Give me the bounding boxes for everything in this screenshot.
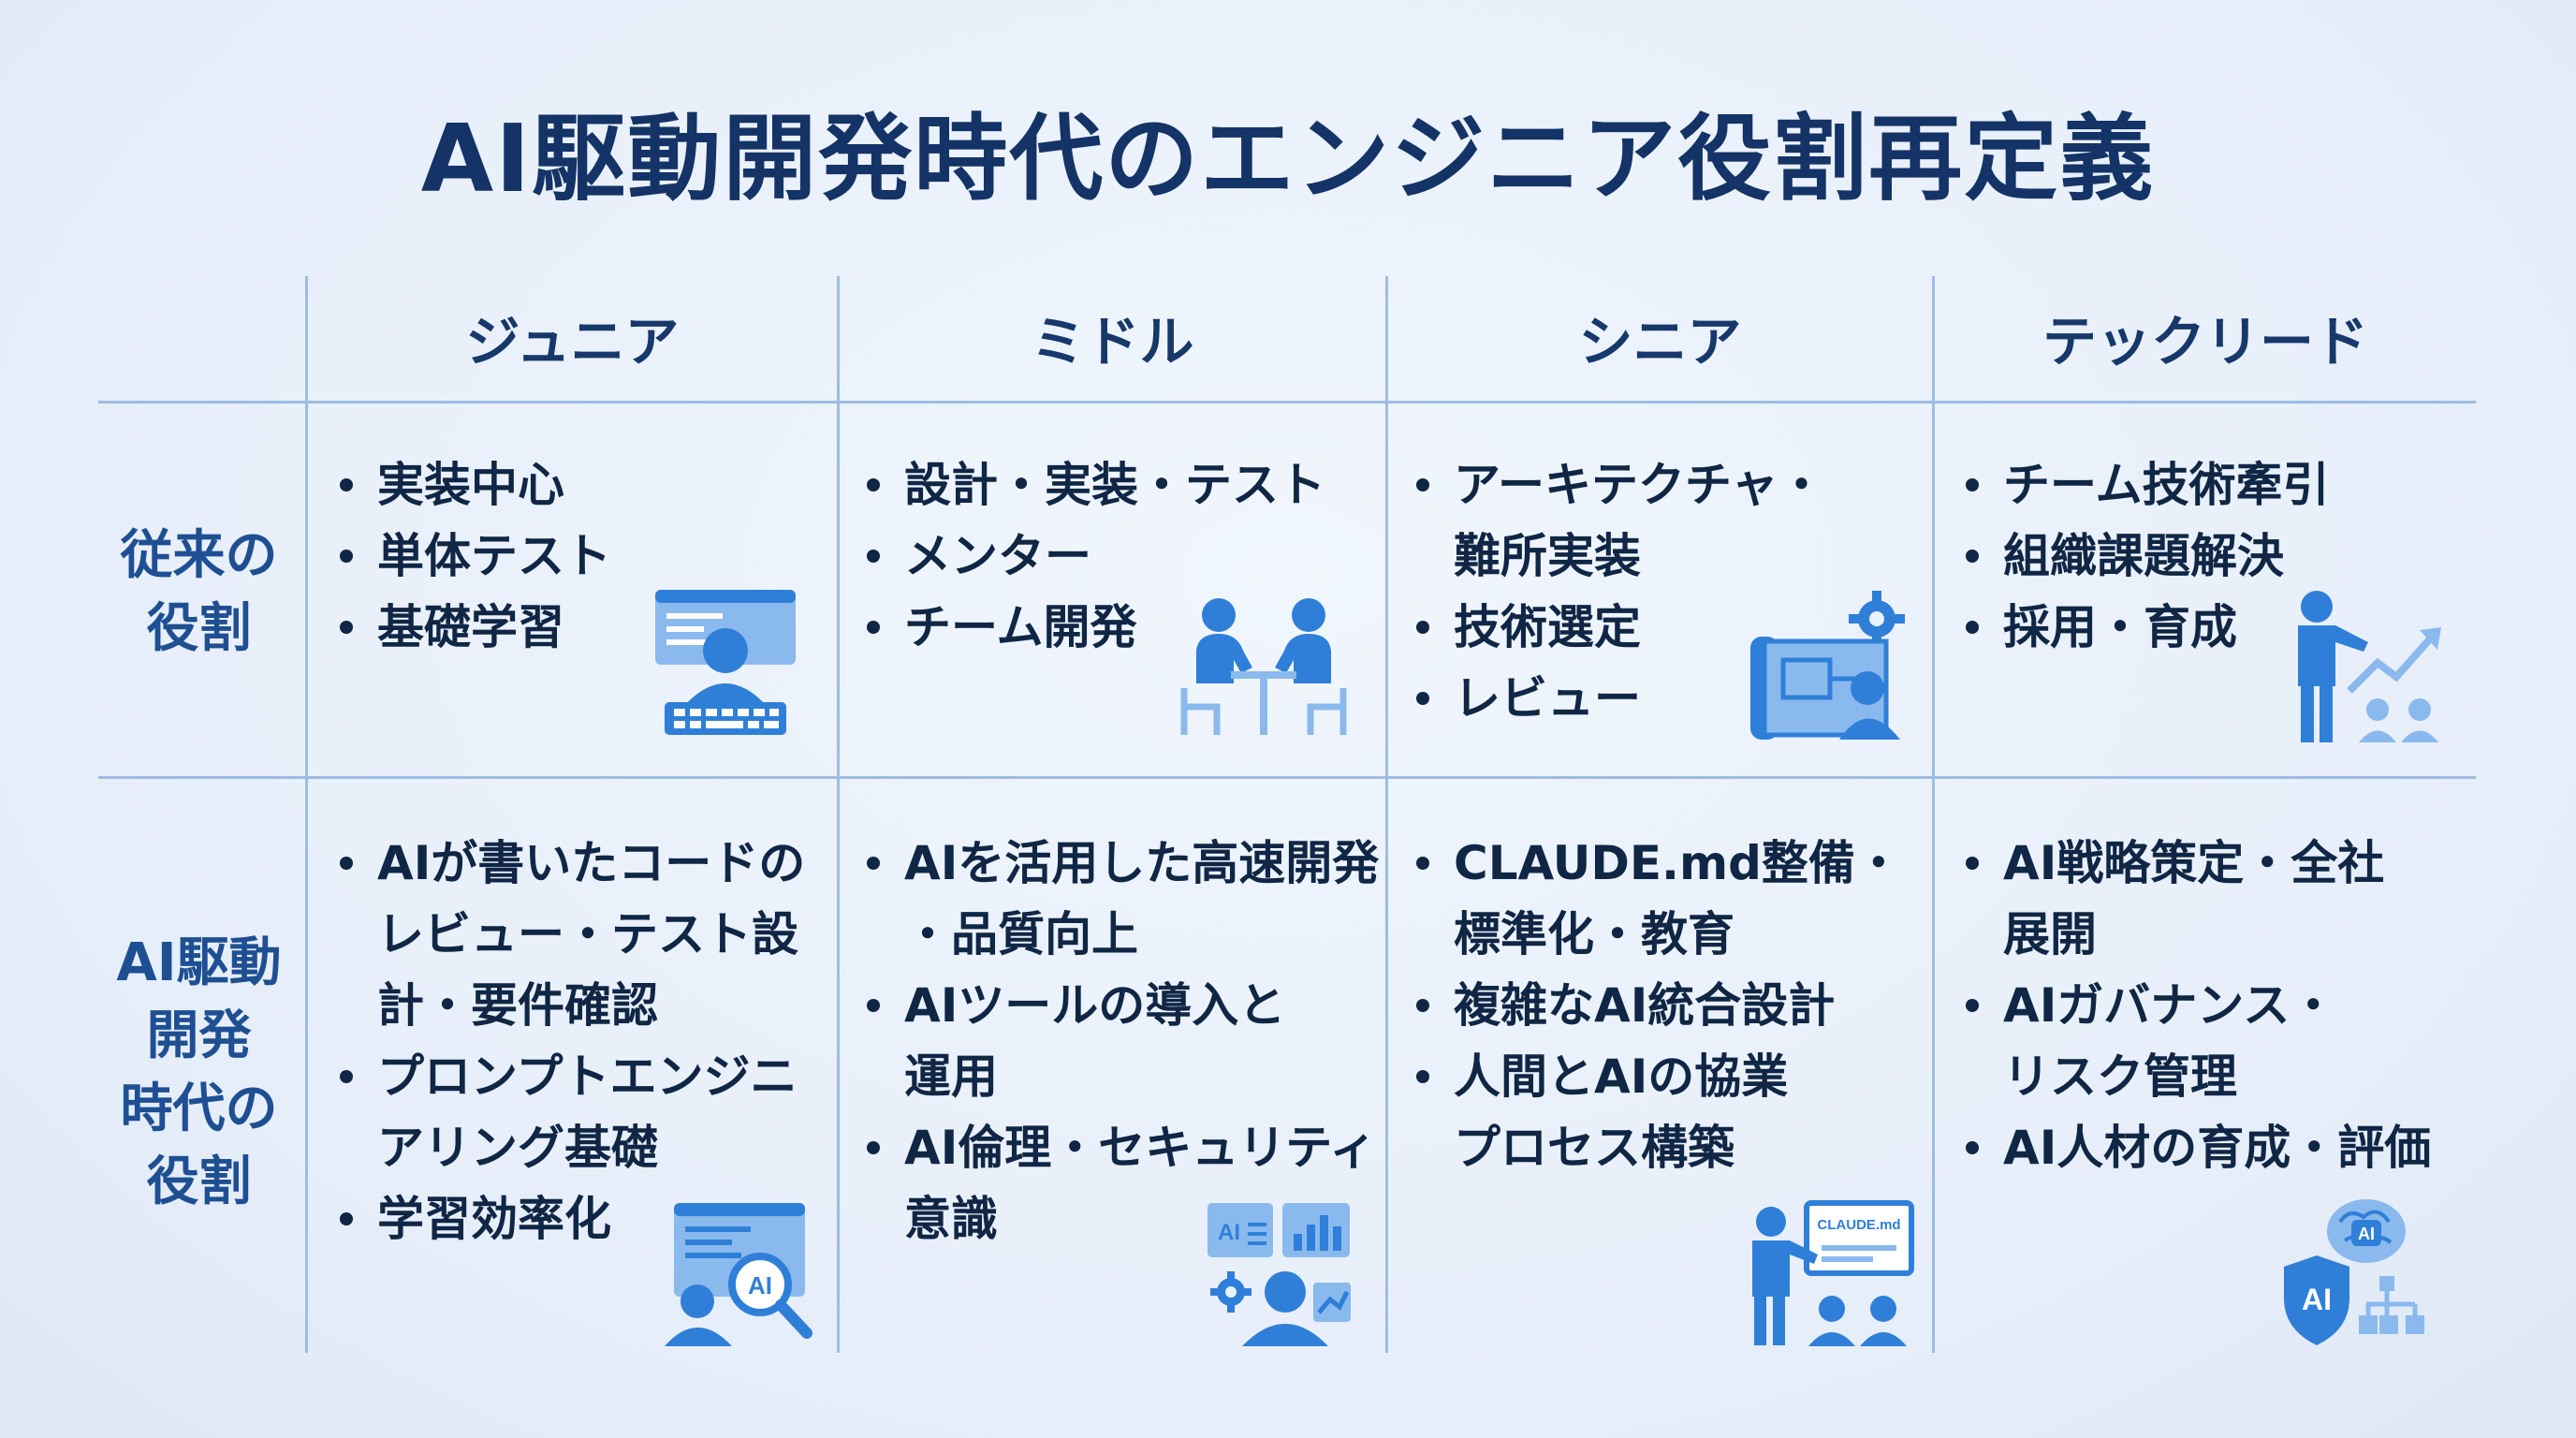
list-item: 複雑なAI統合設計: [1409, 970, 1933, 1041]
bullet-list: AIを活用した高速開発 ・品質向上 AIツールの導入と 運用 AI倫理・セキュリ…: [859, 828, 1383, 1255]
list-item: プロンプトエンジニ アリング基礎: [332, 1041, 828, 1183]
leader-growth-chart-icon: [2298, 591, 2441, 742]
cell-traditional-middle: 設計・実装・テスト メンター チーム開発: [859, 449, 1383, 663]
cell-traditional-techlead: チーム技術牽引 組織課題解決 採用・育成: [1958, 449, 2473, 663]
row-header-traditional: 従来の 役割: [98, 520, 300, 666]
list-item: 学習効率化: [332, 1183, 828, 1255]
list-item: AI人材の育成・評価: [1958, 1112, 2473, 1183]
list-item: AIツールの導入と 運用: [859, 970, 1383, 1112]
ai-code-review-icon: AI: [665, 1203, 812, 1346]
grid-line-v1: [305, 276, 308, 1353]
cell-ai-senior: CLAUDE.md整備・ 標準化・教育 複雑なAI統合設計 人間とAIの協業 プ…: [1409, 828, 1933, 1183]
cell-ai-junior: AIが書いたコードの レビュー・テスト設 計・要件確認 プロンプトエンジニ アリ…: [332, 828, 828, 1255]
cell-ai-techlead: AI戦略策定・全社 展開 AIガバナンス・ リスク管理 AI人材の育成・評価: [1958, 828, 2473, 1183]
list-item: AIを活用した高速開発 ・品質向上: [859, 828, 1383, 970]
grid-line-v4: [1932, 276, 1935, 1353]
ai-badge-label: AI: [748, 1271, 772, 1299]
list-item: 設計・実装・テスト: [859, 449, 1383, 521]
grid-line-h2: [98, 776, 2476, 779]
list-item: 技術選定: [1409, 592, 1933, 663]
ai-shield-label: AI: [2302, 1283, 2332, 1316]
list-item: 人間とAIの協業 プロセス構築: [1409, 1041, 1933, 1183]
list-item: 基礎学習: [332, 592, 819, 663]
ai-tool-label: AI: [1218, 1220, 1240, 1245]
column-header-techlead: テックリード: [2042, 310, 2368, 374]
list-item: アーキテクチャ・ 難所実装: [1409, 449, 1933, 592]
list-item: チーム開発: [859, 592, 1383, 663]
bullet-list: AIが書いたコードの レビュー・テスト設 計・要件確認 プロンプトエンジニ アリ…: [332, 828, 828, 1255]
column-header-middle: ミドル: [1031, 310, 1194, 374]
list-item: 採用・育成: [1958, 592, 2473, 663]
grid-line-h1: [98, 401, 2476, 404]
row-header-line: 時代の: [120, 1078, 278, 1139]
list-item: AI倫理・セキュリティ 意識: [859, 1112, 1383, 1255]
column-header-senior: シニア: [1578, 310, 1742, 374]
list-item: AI戦略策定・全社 展開: [1958, 828, 2473, 970]
list-item: 組織課題解決: [1958, 521, 2473, 592]
bullet-list: 設計・実装・テスト メンター チーム開発: [859, 449, 1383, 663]
list-item: CLAUDE.md整備・ 標準化・教育: [1409, 828, 1933, 970]
grid-line-v2: [837, 276, 840, 1353]
bullet-list: チーム技術牽引 組織課題解決 採用・育成: [1958, 449, 2473, 663]
cell-ai-middle: AIを活用した高速開発 ・品質向上 AIツールの導入と 運用 AI倫理・セキュリ…: [859, 828, 1383, 1255]
bullet-list: CLAUDE.md整備・ 標準化・教育 複雑なAI統合設計 人間とAIの協業 プ…: [1409, 828, 1933, 1183]
row-header-line: 開発: [146, 1005, 252, 1066]
ai-tools-dashboard-icon: AI: [1208, 1203, 1351, 1346]
ai-brain-label: AI: [2358, 1225, 2375, 1243]
two-people-meeting-icon: [1180, 598, 1347, 735]
presenter-claude-md-icon: CLAUDE.md: [1752, 1200, 1914, 1346]
column-header-junior: ジュニア: [465, 310, 680, 374]
list-item: 単体テスト: [332, 521, 819, 592]
list-item: チーム技術牽引: [1958, 449, 2473, 521]
list-item: 実装中心: [332, 449, 819, 521]
list-item: AIが書いたコードの レビュー・テスト設 計・要件確認: [332, 828, 828, 1041]
row-header-line: 従来の: [120, 525, 278, 586]
row-header-line: 役割: [146, 598, 252, 659]
bullet-list: アーキテクチャ・ 難所実装 技術選定 レビュー: [1409, 449, 1933, 734]
row-header-ai-era: AI駆動 開発 時代の 役割: [98, 927, 300, 1219]
claude-md-board-label: CLAUDE.md: [1817, 1217, 1900, 1233]
developer-at-keyboard-icon: [655, 590, 796, 735]
row-header-line: AI駆動: [116, 932, 282, 993]
grid-line-v3: [1385, 276, 1388, 1353]
row-header-line: 役割: [146, 1152, 252, 1212]
architecture-blueprint-icon: [1750, 591, 1905, 740]
bullet-list: 実装中心 単体テスト 基礎学習: [332, 449, 819, 663]
ai-governance-shield-icon: AI AI: [2284, 1199, 2424, 1345]
bullet-list: AI戦略策定・全社 展開 AIガバナンス・ リスク管理 AI人材の育成・評価: [1958, 828, 2473, 1183]
list-item: メンター: [859, 521, 1383, 592]
cell-traditional-senior: アーキテクチャ・ 難所実装 技術選定 レビュー: [1409, 449, 1933, 734]
cell-traditional-junior: 実装中心 単体テスト 基礎学習: [332, 449, 819, 663]
list-item: AIガバナンス・ リスク管理: [1958, 970, 2473, 1112]
list-item: レビュー: [1409, 663, 1933, 734]
page-title: AI駆動開発時代のエンジニア役割再定義: [420, 104, 2156, 213]
